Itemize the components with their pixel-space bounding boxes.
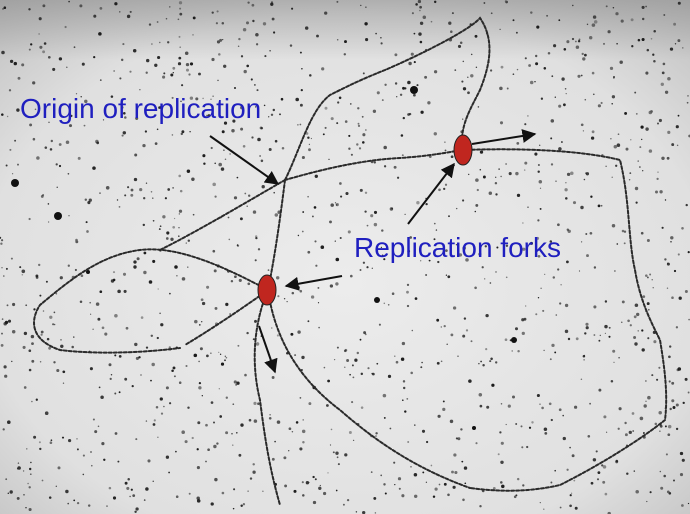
direction-arrow-right: [471, 129, 537, 145]
dna-strand-far-left: [33, 248, 269, 354]
dna-strand-right-loop: [461, 148, 668, 492]
top-shading: [0, 0, 690, 60]
dna-strand-bridge: [284, 149, 463, 181]
replication-forks-label: Replication forks: [354, 232, 561, 263]
fork-arrow-left: [284, 275, 343, 291]
direction-arrow-down: [258, 325, 278, 374]
dna-strand-lower-left: [253, 289, 281, 506]
fork-arrow-right: [407, 162, 455, 225]
dna-strand-left-loop: [284, 16, 491, 181]
origin-of-replication-label: Origin of replication: [20, 93, 262, 124]
replication-fork-marker-left: [257, 274, 277, 306]
replication-fork-marker-right: [453, 134, 473, 166]
dna-strands: [33, 16, 668, 506]
annotation-arrows: [209, 129, 537, 374]
dna-strand-bottom: [267, 289, 471, 489]
origin-arrow: [209, 135, 280, 185]
dna-strand-upper-left: [159, 179, 286, 251]
